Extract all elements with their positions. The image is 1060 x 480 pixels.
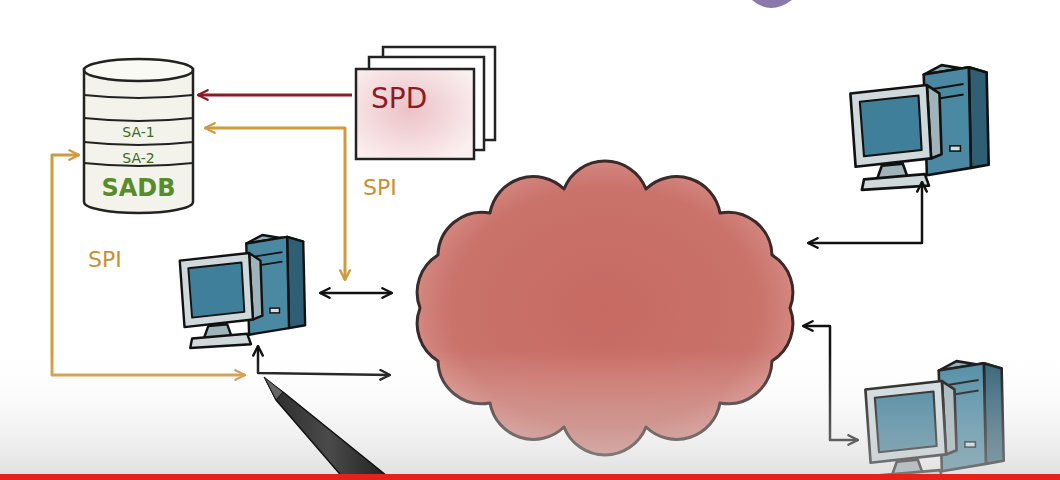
sa-entry: SA-1 xyxy=(122,125,154,140)
cylinder-body xyxy=(84,69,193,213)
cylinder-band xyxy=(84,118,193,121)
stylus-tip xyxy=(264,377,283,400)
database-title: SADB xyxy=(101,175,175,201)
cylinder-band xyxy=(84,95,193,98)
policy-card: SPD xyxy=(355,68,475,160)
computer-icon xyxy=(180,235,305,348)
cylinder-band xyxy=(84,142,193,145)
policy-title: SPD xyxy=(371,84,427,115)
label-slot: SPI xyxy=(88,248,122,272)
database-cylinder: SA-1SA-2SADB xyxy=(82,58,195,213)
cylinder-top xyxy=(84,59,193,81)
spi-label: SPI xyxy=(88,248,122,272)
traffic-arrow xyxy=(808,182,922,243)
computer-icon xyxy=(850,65,988,190)
text-slot: SADB xyxy=(88,169,189,205)
policy-arrow xyxy=(198,94,352,97)
spi-lookup-arrow xyxy=(205,128,345,280)
video-overlay xyxy=(0,350,1060,475)
text-slot: SPD xyxy=(371,82,459,116)
spi-lookup-arrow xyxy=(52,155,245,375)
progress-bar xyxy=(0,474,1060,480)
stylus-pen xyxy=(266,380,392,480)
text-slot: SA-2 xyxy=(88,145,189,169)
policy-card-face xyxy=(356,69,474,159)
label-slot: SPI xyxy=(363,176,397,200)
sa-entry: SA-2 xyxy=(122,151,154,166)
spi-label: SPI xyxy=(363,176,397,200)
traffic-arrow xyxy=(320,292,392,295)
text-slot: SA-1 xyxy=(88,118,189,145)
purple-fragment xyxy=(752,0,792,8)
